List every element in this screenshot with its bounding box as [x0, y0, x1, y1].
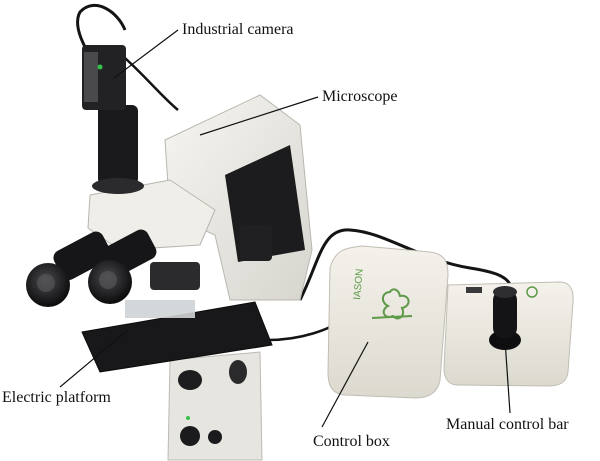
stage-slide-holder: [125, 300, 195, 318]
camera-tube-base: [92, 178, 144, 194]
camera-adapter-tube: [98, 105, 138, 185]
callout-line-control-box: [321, 341, 369, 428]
cable-connector: [240, 225, 272, 261]
eyepiece-right: [88, 229, 157, 304]
control-bar-logo-icon: [526, 286, 538, 298]
label-industrial-camera: Industrial camera: [182, 21, 294, 38]
callout-line-control-bar: [504, 339, 511, 414]
eyepiece-left: [26, 231, 112, 307]
base-knob: [178, 370, 202, 390]
manual-control-bar: [443, 281, 574, 387]
callout-line-platform: [59, 329, 129, 388]
label-manual-control-bar: Manual control bar: [446, 416, 569, 433]
control-box-brand: IASON: [352, 268, 366, 300]
label-electric-platform: Electric platform: [2, 389, 111, 406]
base-led: [186, 416, 190, 420]
callout-line-microscope: [199, 96, 319, 136]
joystick-top: [493, 286, 517, 298]
control-bar-label-plate: [466, 287, 482, 293]
label-control-box: Control box: [313, 433, 390, 450]
base-button-right: [208, 430, 222, 444]
control-cable: [298, 228, 512, 301]
camera-cable-rear: [117, 51, 179, 111]
label-microscope: Microscope: [322, 88, 398, 105]
control-box: IASON: [327, 245, 449, 399]
joystick-stick: [493, 290, 517, 338]
camera-led: [97, 64, 103, 70]
microscope-head: [87, 179, 216, 251]
callout-line-camera: [113, 29, 179, 79]
objective-turret: [150, 262, 200, 290]
focus-knob: [229, 360, 247, 384]
camera-body-highlight: [84, 52, 98, 102]
base-button-left: [180, 426, 200, 446]
